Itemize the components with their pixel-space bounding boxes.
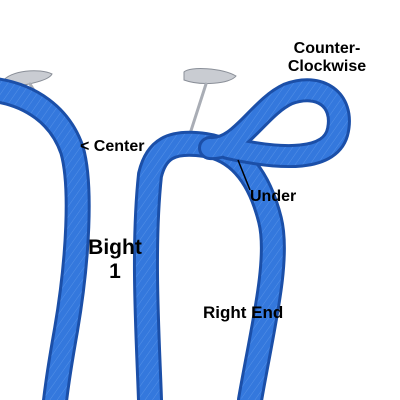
right-end-label: Right End <box>203 303 284 322</box>
counter-clockwise-label-line1: Counter- <box>293 40 361 57</box>
left-cord <box>0 77 91 400</box>
counter-clockwise-label: Counter- Clockwise <box>272 40 382 77</box>
right-cord <box>132 78 351 400</box>
bight-label-line1: Bight <box>88 236 142 259</box>
counter-clockwise-label-line2: Clockwise <box>287 58 367 76</box>
right-pin <box>183 68 237 142</box>
bight-label: Bight 1 <box>87 236 143 284</box>
bight-label-line2: 1 <box>109 260 121 284</box>
under-pointer <box>237 159 251 191</box>
under-label: Under <box>250 188 297 205</box>
center-label: < Center <box>80 138 145 155</box>
